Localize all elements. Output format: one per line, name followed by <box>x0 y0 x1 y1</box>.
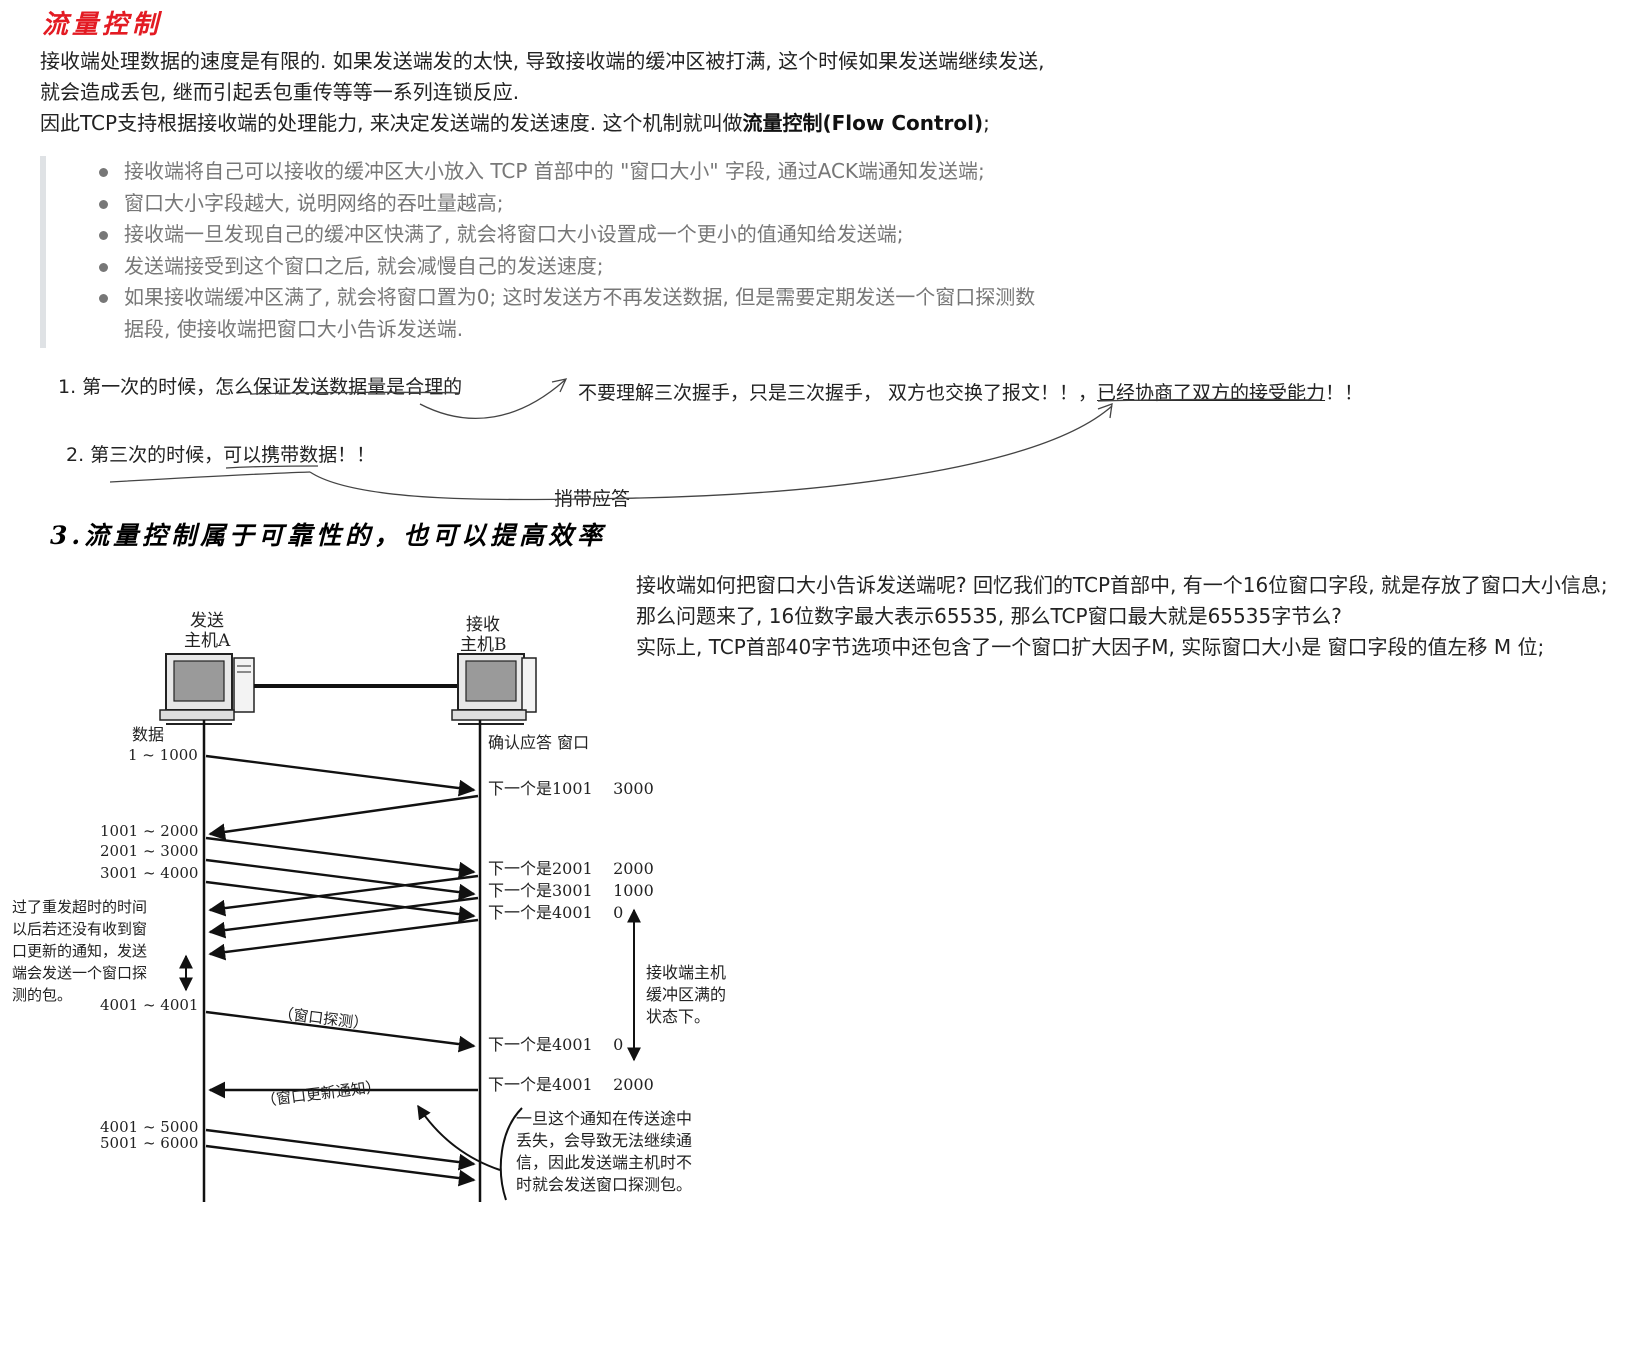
ack-label: 下一个是4001 0 <box>488 903 623 922</box>
host-a-label: 主机A <box>184 631 231 651</box>
bullet-item: 如果接收端缓冲区满了, 就会将窗口置为0; 这时发送方不再发送数据, 但是需要定… <box>99 282 1106 314</box>
bullet-item: 窗口大小字段越大, 说明网络的吞吐量越高; <box>99 188 1106 220</box>
lost-note-line: 信，因此发送端主机时不 <box>516 1153 692 1172</box>
explanation-line: 实际上, TCP首部40字节选项中还包含了一个窗口扩大因子M, 实际窗口大小是 … <box>636 635 1545 659</box>
lost-note-line: 丢失，会导致无法继续通 <box>516 1131 692 1150</box>
host-a-label: 发送 <box>190 611 224 631</box>
note-first-handshake: 1. 第一次的时候，怎么保证发送数据量是合理的 <box>58 376 463 398</box>
intro-line-2: 就会造成丢包, 继而引起丢包重传等等一系列连锁反应. <box>40 80 520 104</box>
intro-line-3-prefix: 因此TCP支持根据接收端的处理能力, 来决定发送端的发送速度. 这个机制就叫做 <box>40 111 743 135</box>
explanation-line: 那么问题来了, 16位数字最大表示65535, 那么TCP窗口最大就是65535… <box>636 604 1342 628</box>
note-right-c: ！！ <box>1325 382 1364 404</box>
note-right-b: 已经协商了双方的接受能力 <box>1097 382 1326 404</box>
data-arrow <box>205 858 476 901</box>
host-b-label: 主机B <box>460 635 507 655</box>
data-arrow <box>205 754 476 797</box>
explanation-line: 接收端如何把窗口大小告诉发送端呢? 回忆我们的TCP首部中, 有一个16位窗口字… <box>636 573 1608 597</box>
segment-range-label: 5001 ~ 6000 <box>100 1134 198 1152</box>
segment-range-label: 2001 ~ 3000 <box>100 842 198 860</box>
flow-control-diagram: 发送 主机A 接收 主机B 数据 确认应答 窗口 1 ~ 1000 1001 ~… <box>12 611 726 1202</box>
segment-range-label: 1 ~ 1000 <box>128 746 198 764</box>
long-curve-to-right-note <box>309 405 1113 501</box>
ack-label: 下一个是4001 0 <box>488 1035 623 1054</box>
ack-window-header: 确认应答 窗口 <box>488 733 589 752</box>
bullet-item-continuation: 据段, 使接收端把窗口大小告诉发送端. <box>124 316 464 341</box>
segment-range-label: 4001 ~ 4001 <box>100 996 198 1014</box>
segment-range-label: 3001 ~ 4000 <box>100 864 198 882</box>
buffer-full-note-line: 缓冲区满的 <box>646 985 726 1004</box>
bullet-item: 发送端接受到这个窗口之后, 就会减慢自己的发送速度; <box>99 251 1106 283</box>
computer-b-icon <box>451 653 537 725</box>
window-probe-arrow <box>205 1010 476 1053</box>
lost-note-bracket <box>499 1107 523 1201</box>
data-arrow <box>205 1144 476 1187</box>
bullet-item: 接收端将自己可以接收的缓冲区大小放入 TCP 首部中的 "窗口大小" 字段, 通… <box>99 156 1106 188</box>
bullet-item: 接收端一旦发现自己的缓冲区快满了, 就会将窗口大小设置成一个更小的值通知给发送端… <box>99 219 1106 251</box>
ack-arrow <box>208 918 479 961</box>
ack-arrow <box>208 794 479 841</box>
ack-arrow <box>208 896 479 939</box>
data-header: 数据 <box>132 725 164 744</box>
timeout-note-line: 过了重发超时的时间 <box>12 898 147 916</box>
lost-note-curve-arrow <box>417 1104 501 1171</box>
window-size-explanation: 接收端如何把窗口大小告诉发送端呢? 回忆我们的TCP首部中, 有一个16位窗口字… <box>636 570 1626 663</box>
intro-paragraph: 接收端处理数据的速度是有限的. 如果发送端发的太快, 导致接收端的缓冲区被打满,… <box>40 46 1140 139</box>
bullet-list: 接收端将自己可以接收的缓冲区大小放入 TCP 首部中的 "窗口大小" 字段, 通… <box>46 156 1106 345</box>
ack-label: 下一个是4001 2000 <box>488 1075 654 1094</box>
data-arrow <box>205 880 476 923</box>
note-handshake-explanation: 不要理解三次握手，只是三次握手， 双方也交换了报文！！，已经协商了双方的接受能力… <box>578 378 1363 405</box>
timeout-note-line: 口更新的通知，发送 <box>12 942 147 960</box>
data-arrow <box>205 1128 476 1171</box>
note-third-handshake: 2. 第三次的时候，可以携带数据！！ <box>66 444 376 466</box>
ack-label: 下一个是3001 1000 <box>488 881 654 900</box>
underline-stroke <box>109 471 311 483</box>
ack-label: 下一个是1001 3000 <box>488 779 654 798</box>
segment-range-label: 1001 ~ 2000 <box>100 822 198 840</box>
intro-line-1: 接收端处理数据的速度是有限的. 如果发送端发的太快, 导致接收端的缓冲区被打满,… <box>40 49 1045 73</box>
ack-arrow <box>208 874 479 917</box>
lost-note-line: 一旦这个通知在传送途中 <box>516 1109 692 1128</box>
segment-range-label: 4001 ~ 5000 <box>100 1118 198 1136</box>
buffer-full-note-line: 接收端主机 <box>646 963 726 982</box>
intro-line-3: 因此TCP支持根据接收端的处理能力, 来决定发送端的发送速度. 这个机制就叫做流… <box>40 108 1140 139</box>
arrowhead-stroke <box>1097 403 1113 419</box>
intro-line-3-suffix: ; <box>983 111 990 135</box>
host-b-label: 接收 <box>466 615 500 635</box>
data-arrow <box>205 836 476 879</box>
computer-a-icon <box>159 653 255 725</box>
page-title: 流量控制 <box>42 10 163 40</box>
window-probe-label: （窗口探测） <box>278 1004 370 1033</box>
arrowhead-stroke <box>551 378 568 393</box>
flow-control-term: 流量控制(Flow Control) <box>742 111 984 135</box>
window-update-label: （窗口更新通知） <box>260 1077 381 1109</box>
timeout-note-line: 端会发送一个窗口探 <box>12 964 147 982</box>
buffer-full-note-line: 状态下。 <box>646 1007 710 1026</box>
lost-note-line: 时就会发送窗口探测包。 <box>516 1175 692 1194</box>
note-piggyback: 捎带应答 <box>554 488 631 510</box>
ack-label: 下一个是2001 2000 <box>488 859 654 878</box>
section-heading-3: 3.流量控制属于可靠性的，也可以提高效率 <box>50 521 607 550</box>
timeout-note-line: 以后若还没有收到窗 <box>12 920 147 938</box>
timeout-note-line: 测的包。 <box>12 986 72 1004</box>
blockquote: 接收端将自己可以接收的缓冲区大小放入 TCP 首部中的 "窗口大小" 字段, 通… <box>40 156 1106 348</box>
note-right-a: 不要理解三次握手，只是三次握手， 双方也交换了报文！！， <box>578 382 1098 404</box>
